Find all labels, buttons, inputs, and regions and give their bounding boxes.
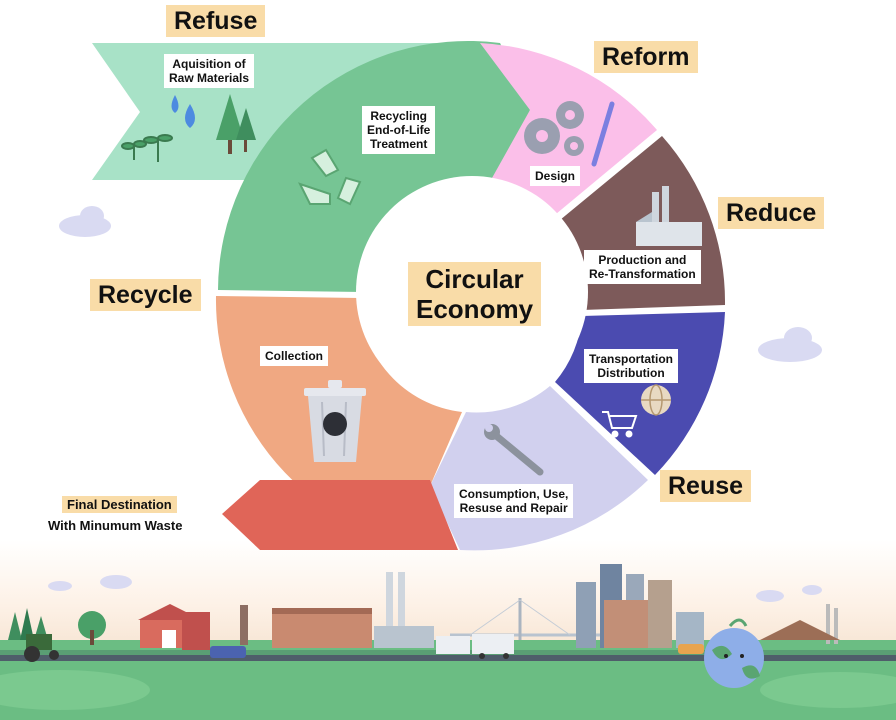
stage-label-refuse: Refuse: [166, 5, 266, 37]
recycle-symbol-icon: [298, 148, 362, 206]
pine-trees-icon: [216, 94, 256, 154]
step-label-design: Design: [530, 166, 581, 186]
stage-label-reuse: Reuse: [660, 470, 752, 502]
pencil-icon: [591, 101, 615, 167]
trash-bin-icon: [304, 380, 366, 462]
step-label-recycling: Recycling End-of-Life Treatment: [362, 106, 436, 154]
sprout-icon: [121, 134, 173, 162]
stage-label-reduce: Reduce: [718, 197, 825, 229]
stage-label-reform: Reform: [594, 41, 698, 73]
cloud: [48, 206, 822, 602]
recycling-segment: [218, 40, 530, 293]
gears-icon: [524, 101, 584, 156]
step-label-collection: Collection: [260, 346, 329, 366]
final-destination-label: Final Destination: [62, 496, 177, 513]
shopping-cart-icon: [602, 411, 638, 438]
step-label-consumption: Consumption, Use, Resuse and Repair: [454, 484, 574, 518]
wrench-icon: [484, 424, 544, 476]
globe-icon: [641, 384, 671, 416]
water-drops-icon: [171, 95, 195, 128]
factory-icon: [636, 186, 702, 246]
step-label-raw-materials: Aquisition of Raw Materials: [164, 54, 255, 88]
earth-mascot-icon: [704, 618, 764, 688]
final-destination-arrow: [222, 480, 458, 550]
step-label-production: Production and Re-Transformation: [584, 250, 701, 284]
stage-label-recycle: Recycle: [90, 279, 201, 311]
step-label-transportation: Transportation Distribution: [584, 349, 679, 383]
final-destination-subtitle: With Minumum Waste: [48, 518, 183, 533]
center-title: Circular Economy: [408, 262, 542, 326]
